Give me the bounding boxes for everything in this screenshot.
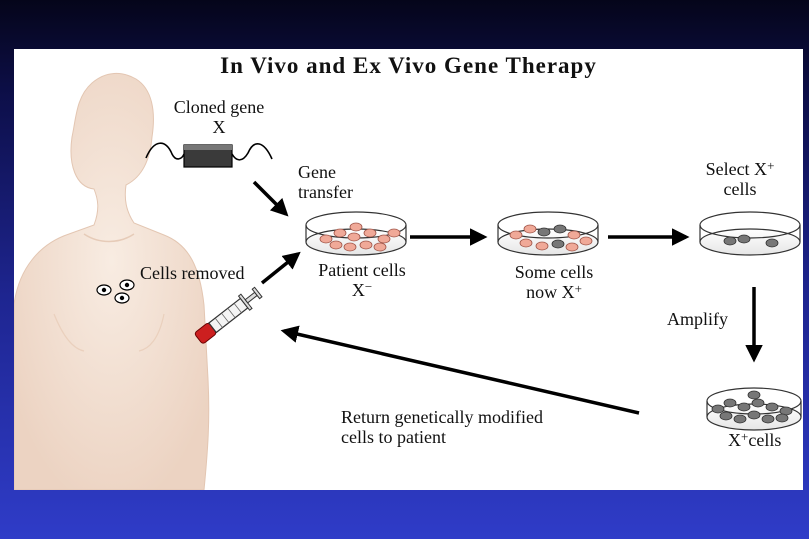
- patient-cells-line2: X−: [351, 279, 373, 300]
- amplified-cells: [711, 390, 793, 424]
- petri-dish-icon: [699, 211, 801, 256]
- return-line1: Return genetically modified: [341, 407, 543, 427]
- xplus-cells-label: X+cells: [728, 429, 782, 450]
- cells-removed-label: Cells removed: [140, 263, 245, 283]
- patient-cells: [319, 222, 401, 252]
- gene-transfer-line1: Gene: [298, 162, 336, 182]
- cloned-gene-label: Cloned gene X: [159, 97, 279, 137]
- syringe-icon: [194, 286, 263, 344]
- diagram-title: In Vivo and Ex Vivo Gene Therapy: [220, 53, 597, 78]
- some-cells-line1: Some cells: [514, 262, 594, 282]
- arrow-return: [280, 325, 640, 415]
- arrow-gene-to-dish: [252, 180, 289, 217]
- some-cells-label: Some cells now X+: [494, 262, 614, 302]
- select-cells-label: Select X+ cells: [690, 158, 790, 199]
- gene-therapy-diagram: [14, 73, 802, 490]
- human-body-icon: [14, 73, 210, 490]
- gene-transfer-line2: transfer: [298, 182, 353, 202]
- selected-cells: [723, 234, 779, 248]
- arrows: [252, 180, 763, 415]
- patient-cells-label: Patient cells X−: [302, 260, 422, 300]
- return-line2: cells to patient: [341, 427, 446, 447]
- slide: In Vivo and Ex Vivo Gene Therapy Cloned …: [14, 49, 803, 490]
- some-cells-line2: now X+: [526, 281, 582, 302]
- gene-transfer-label: Gene transfer: [298, 162, 353, 202]
- select-line1: Select X+: [705, 158, 775, 179]
- select-line2: cells: [723, 179, 757, 199]
- return-label: Return genetically modified cells to pat…: [341, 407, 543, 447]
- cloned-gene-line1: Cloned gene: [173, 97, 265, 117]
- gene-segment-icon: [145, 142, 273, 168]
- amplify-label: Amplify: [667, 309, 728, 329]
- arrow-cells-to-dish: [260, 251, 301, 285]
- patient-cells-line1: Patient cells: [318, 260, 406, 280]
- mixed-cells: [509, 224, 593, 252]
- body-cells: [96, 279, 135, 304]
- cloned-gene-line2: X: [212, 117, 226, 137]
